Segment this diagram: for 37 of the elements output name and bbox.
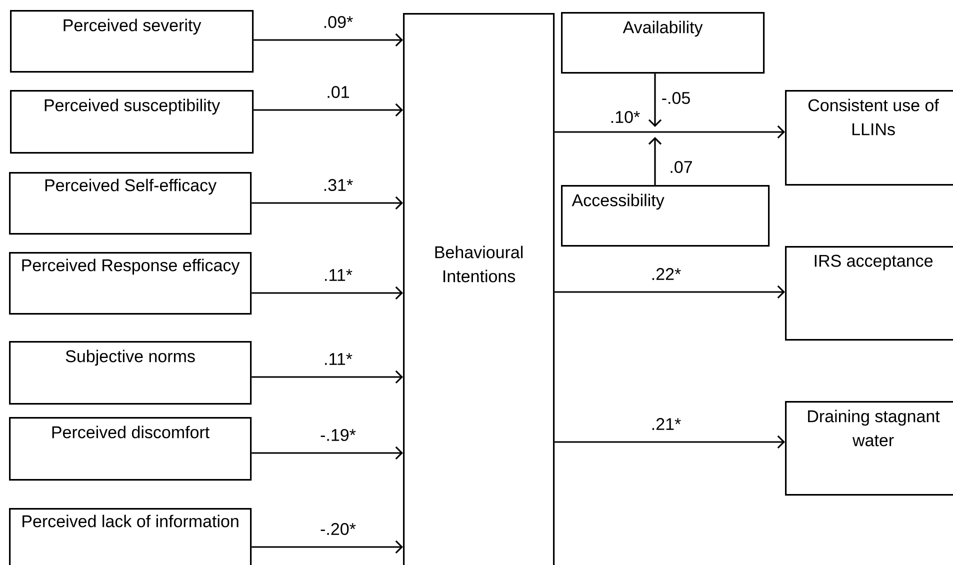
text-box: Behavioural Intentions [403, 13, 555, 565]
arrow [648, 74, 662, 127]
edge-label: .09* [324, 16, 353, 28]
text-box: Draining stagnant water [785, 401, 953, 496]
arrow [252, 196, 403, 210]
edge-label: .10* [611, 110, 640, 124]
arrow [554, 125, 785, 139]
edge-label: -.19* [320, 428, 356, 442]
edge-label: .21* [652, 418, 681, 430]
edge-label: .11* [325, 269, 352, 281]
arrow [554, 435, 785, 449]
text-box: Perceived severity [10, 10, 254, 73]
arrow [252, 370, 403, 384]
edge-label: .31* [324, 178, 353, 192]
edge-label: .01 [328, 86, 349, 98]
text-box: Perceived susceptibility [10, 90, 254, 154]
edge-label: .22* [652, 268, 681, 280]
text-box: Perceived discomfort [9, 417, 252, 481]
text-box: Perceived Response efficacy [9, 252, 252, 315]
arrow [554, 285, 785, 299]
edge-label: -.05 [662, 92, 690, 104]
text-box: Subjective norms [9, 341, 252, 405]
arrow [252, 286, 403, 300]
arrow [252, 446, 403, 460]
text-box: Perceived Self-efficacy [9, 172, 252, 235]
edge-label: .07 [670, 160, 692, 174]
text-box: Accessibility [561, 185, 770, 247]
text-box: Consistent use of LLINs [785, 90, 953, 186]
arrow [648, 137, 662, 185]
text-box: IRS acceptance [785, 246, 953, 341]
arrow [254, 103, 403, 117]
text-box: Availability [561, 12, 765, 74]
arrow [254, 33, 403, 47]
edge-label: -.20* [320, 522, 356, 536]
text-box: Perceived lack of information [9, 508, 252, 565]
arrow [252, 540, 403, 554]
edge-label: .11* [325, 353, 352, 365]
